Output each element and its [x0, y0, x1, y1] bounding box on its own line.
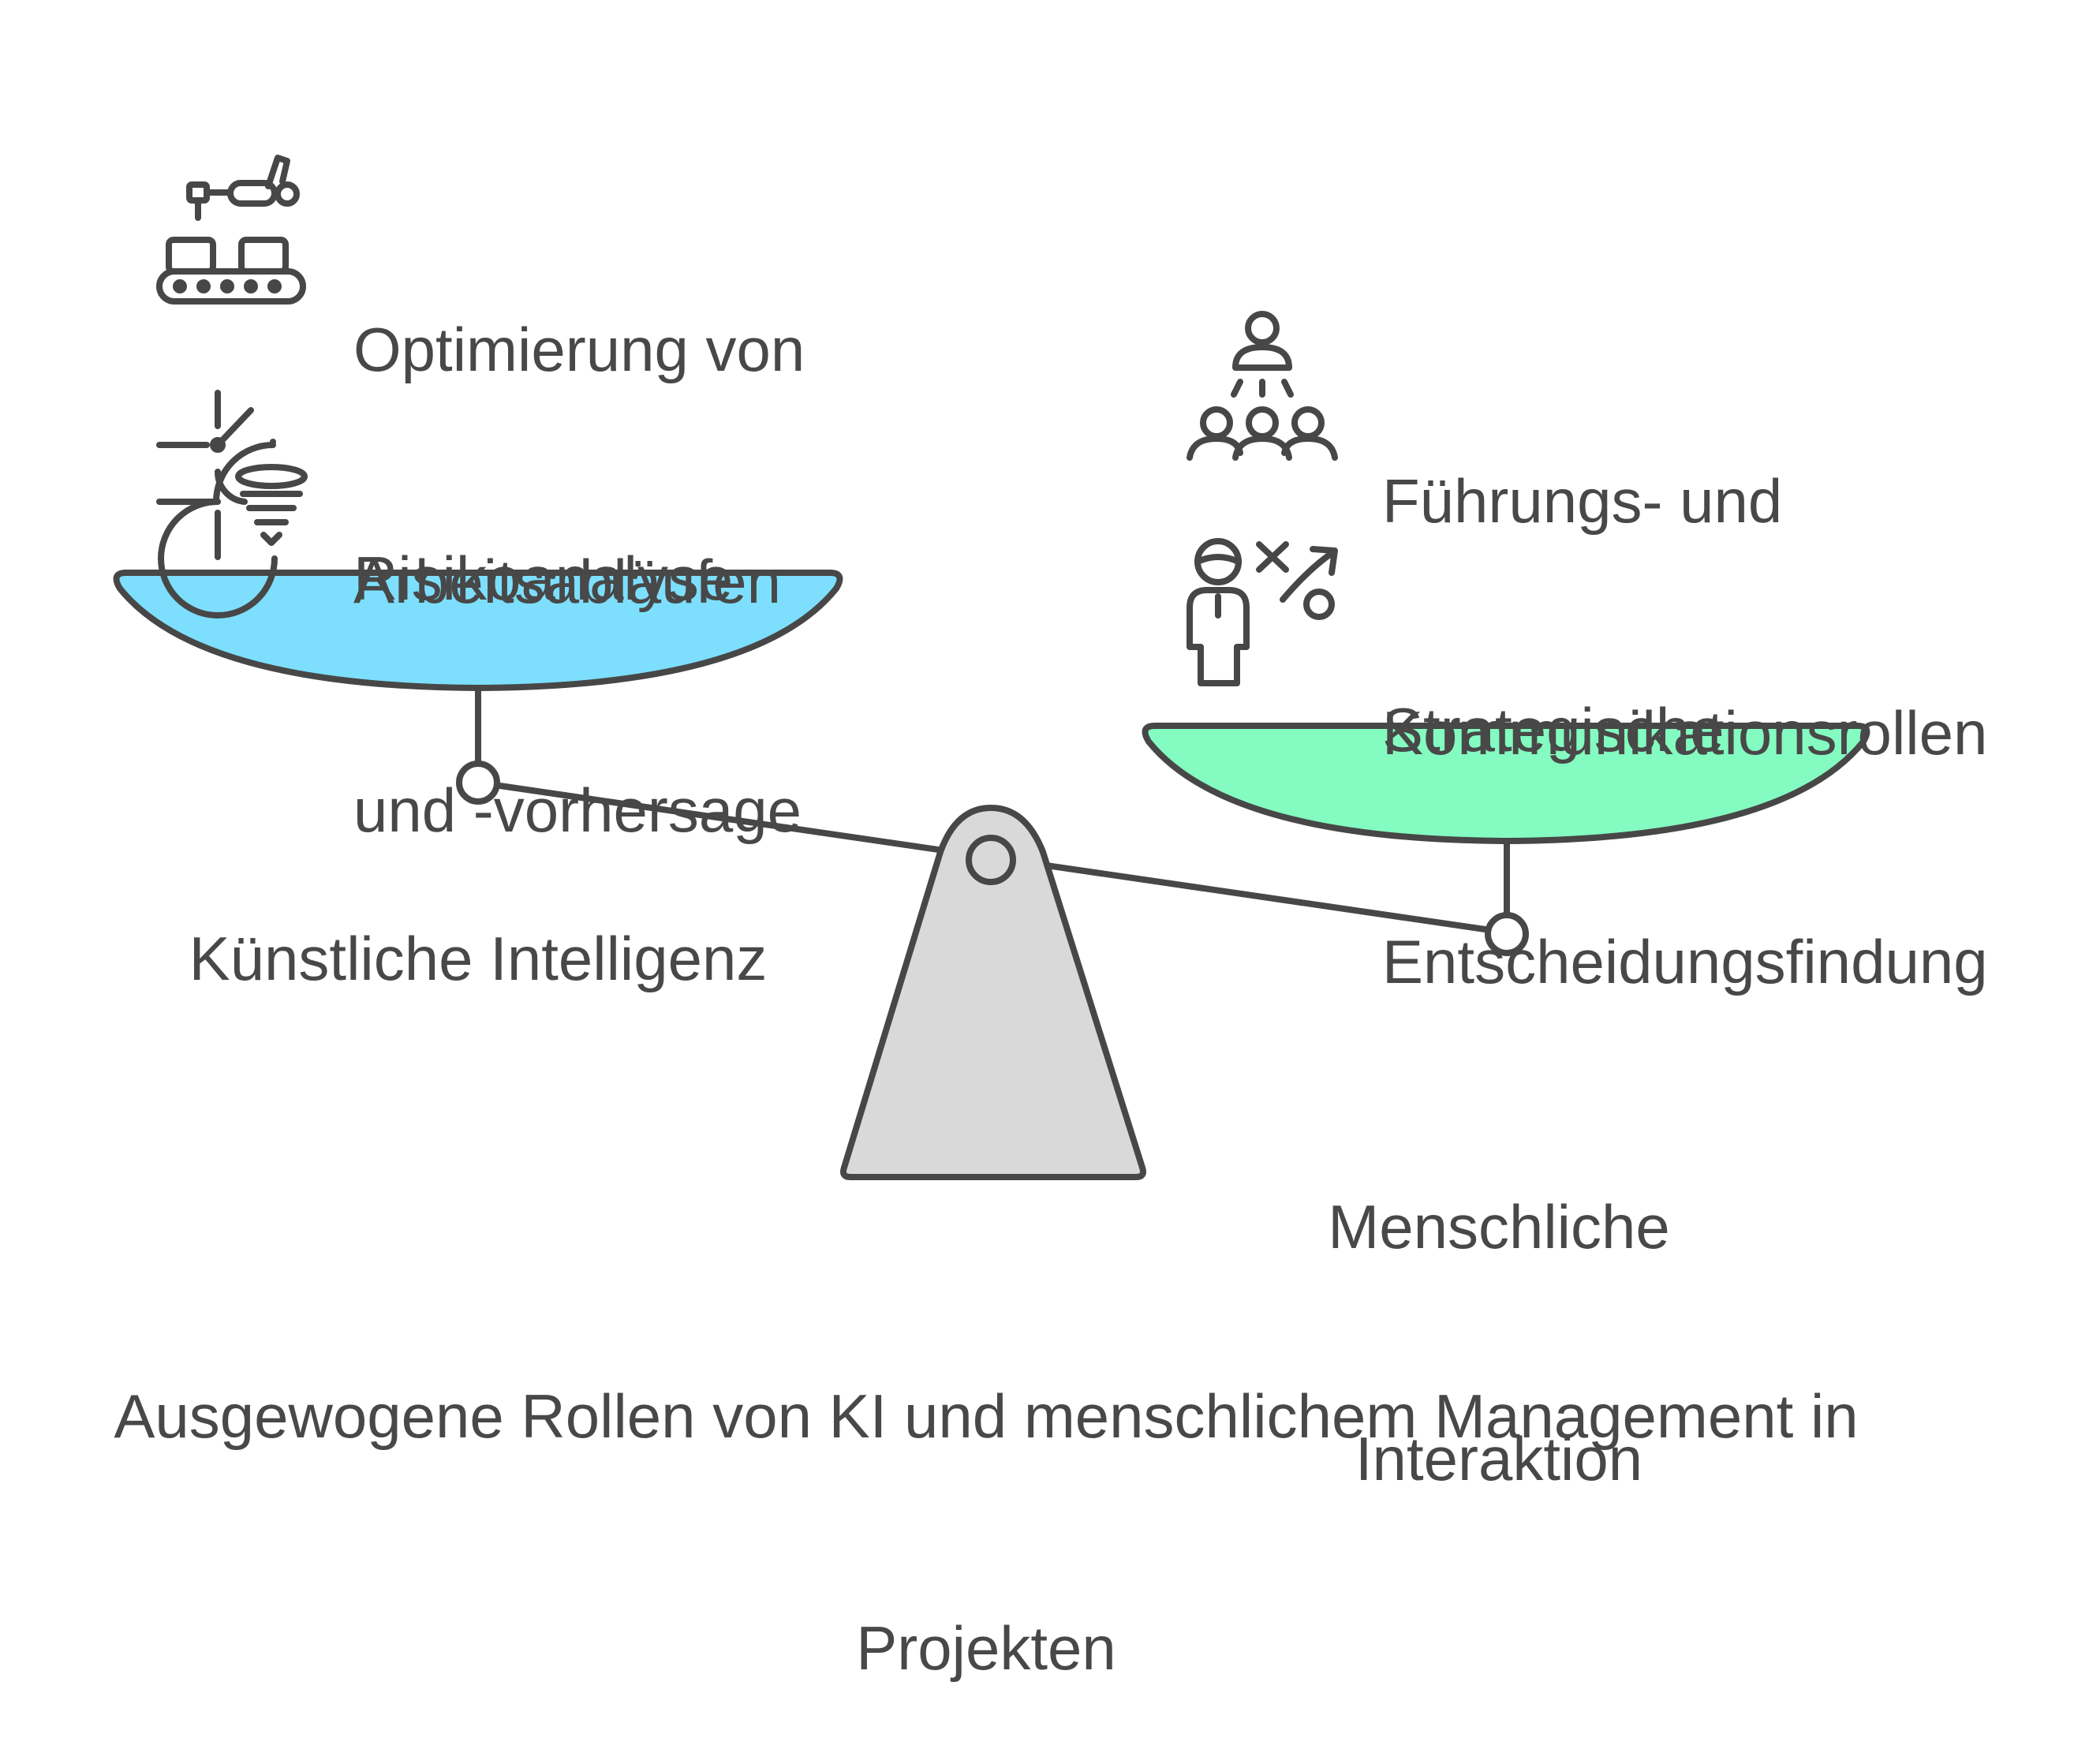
item-risk-analysis-label: Risikoanalyse und -vorhersage — [353, 385, 802, 926]
item-label-line: Risikoanalyse — [353, 544, 734, 613]
left-pan — [113, 570, 843, 691]
item-strategic-decision-label: Strategische Entscheidungsfindung — [1382, 536, 1988, 1078]
item-leadership-communication-label: Führungs- und Kommunikationsrollen — [1382, 308, 1987, 849]
fulcrum-pivot — [966, 835, 1016, 885]
scale-fulcrum — [840, 805, 1146, 1180]
right-pan — [1142, 723, 1870, 844]
robot-arm-conveyor-icon — [156, 155, 306, 305]
item-label-line: Strategische — [1382, 695, 1725, 764]
item-label-line: Arbeitsabläufen — [353, 547, 782, 616]
diagram-title: Ausgewogene Rollen von KI und menschlich… — [0, 1223, 1972, 1764]
item-label-line: Optimierung von — [353, 315, 805, 384]
title-line: Ausgewogene Rollen von KI und menschlich… — [114, 1381, 1859, 1451]
item-label-line: und -vorhersage — [353, 775, 802, 845]
item-label-line: Führungs- und — [1382, 466, 1783, 536]
human-label-line: Menschliche — [1328, 1192, 1670, 1261]
title-line: Projekten — [856, 1613, 1116, 1683]
radar-funnel-icon — [156, 390, 308, 619]
human-label-line: Interaktion — [1355, 1424, 1643, 1493]
right-hanger-joint — [1485, 912, 1529, 956]
left-hanger-joint — [456, 761, 500, 805]
leader-team-icon — [1187, 311, 1338, 461]
ai-side-label: Künstliche Intelligenz — [189, 924, 768, 993]
human-side-label: Menschliche Interaktion — [1262, 1033, 1736, 1575]
strategy-person-icon — [1187, 538, 1338, 686]
balance-scale-diagram — [113, 155, 1870, 1180]
item-label-line: Entscheidungsfindung — [1382, 927, 1988, 996]
item-label-line: Kommunikationsrollen — [1382, 698, 1988, 768]
item-workflow-optimization-label: Optimierung von Arbeitsabläufen — [353, 156, 805, 697]
